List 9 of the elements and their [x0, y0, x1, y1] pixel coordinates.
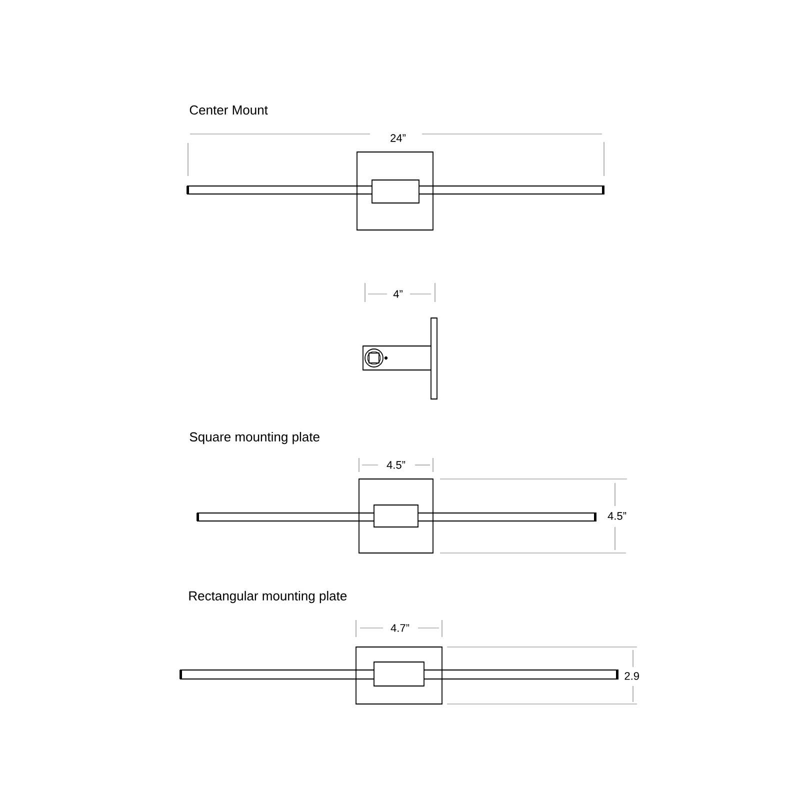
dimension-label: 24”	[390, 134, 406, 142]
dimension-label: 4.5”	[386, 461, 406, 469]
dimension-label: 4.7”	[390, 624, 410, 632]
dimension-label: 4.5”	[608, 512, 626, 520]
section-title: Rectangular mounting plate	[189, 590, 347, 604]
section-title: Square mounting plate	[190, 432, 320, 444]
section-title: Center Mount	[190, 105, 268, 115]
dimension-label: 4”	[393, 290, 402, 298]
dimension-label: 2.9	[624, 672, 639, 680]
